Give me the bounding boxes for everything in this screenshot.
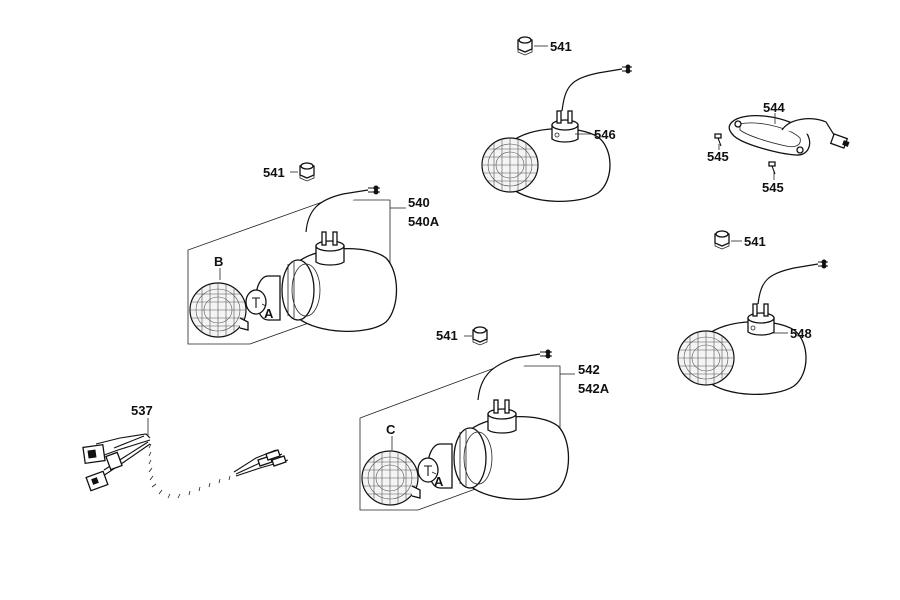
- screw-545-left: [714, 133, 722, 147]
- label-545-right: 545: [762, 180, 784, 195]
- label-541-left: 541: [263, 165, 285, 180]
- lamp-548: [677, 259, 828, 396]
- label-548: 548: [790, 326, 812, 341]
- lamp-540-exploded: [189, 185, 398, 338]
- label-545-left: 545: [707, 149, 729, 164]
- label-542: 542: [578, 362, 600, 377]
- label-546: 546: [594, 127, 616, 142]
- callout-a-542: A: [434, 474, 444, 489]
- lamp-546: [481, 64, 632, 203]
- label-537: 537: [131, 403, 153, 418]
- callout-c: C: [386, 422, 396, 437]
- callout-a-540: A: [264, 306, 274, 321]
- label-540: 540: [408, 195, 430, 210]
- label-542a: 542A: [578, 381, 610, 396]
- nut-541-bottom: [472, 326, 488, 346]
- nut-541-left: [299, 162, 315, 182]
- callout-b: B: [214, 254, 223, 269]
- label-544: 544: [763, 100, 785, 115]
- label-541-bottom: 541: [436, 328, 458, 343]
- lamp-542-exploded: [361, 349, 570, 506]
- license-light-544: [728, 115, 850, 156]
- label-541-top: 541: [550, 39, 572, 54]
- label-540a: 540A: [408, 214, 440, 229]
- nut-541-top: [517, 36, 533, 56]
- wiring-harness-537: [82, 433, 289, 499]
- label-541-right: 541: [744, 234, 766, 249]
- nut-541-right: [714, 230, 730, 250]
